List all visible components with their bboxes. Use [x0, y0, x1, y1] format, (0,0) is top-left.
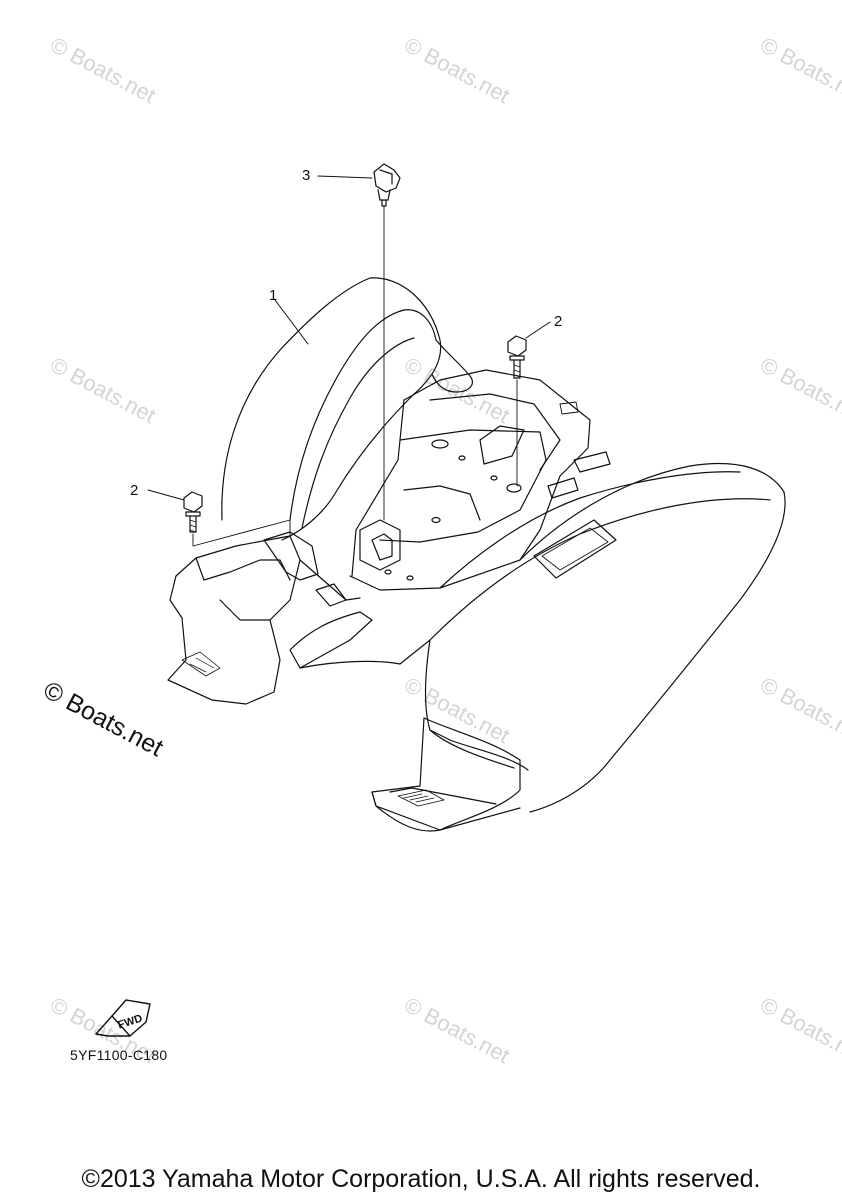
diagram-code: 5YF1100-C180	[70, 1047, 168, 1063]
leader-line-2-right	[525, 321, 551, 339]
fwd-arrow-icon: FWD	[95, 999, 151, 1037]
leader-line-2-left	[147, 489, 185, 501]
callout-part-1: 1	[269, 287, 278, 304]
part-3-clip	[373, 163, 401, 207]
fwd-label: FWD	[116, 1012, 144, 1031]
copyright-footer: ©2013 Yamaha Motor Corporation, U.S.A. A…	[81, 1165, 761, 1193]
leader-line-3	[317, 175, 373, 179]
callout-part-3: 3	[302, 167, 311, 184]
part-2-bolt-right	[507, 335, 527, 379]
leader-line-1	[274, 299, 309, 345]
callout-part-2-right: 2	[554, 313, 563, 330]
callout-part-2-left: 2	[130, 482, 139, 499]
part-1-rear-fender	[167, 277, 786, 832]
assembly-line-2-left	[192, 519, 291, 547]
part-2-bolt-left	[183, 491, 203, 533]
